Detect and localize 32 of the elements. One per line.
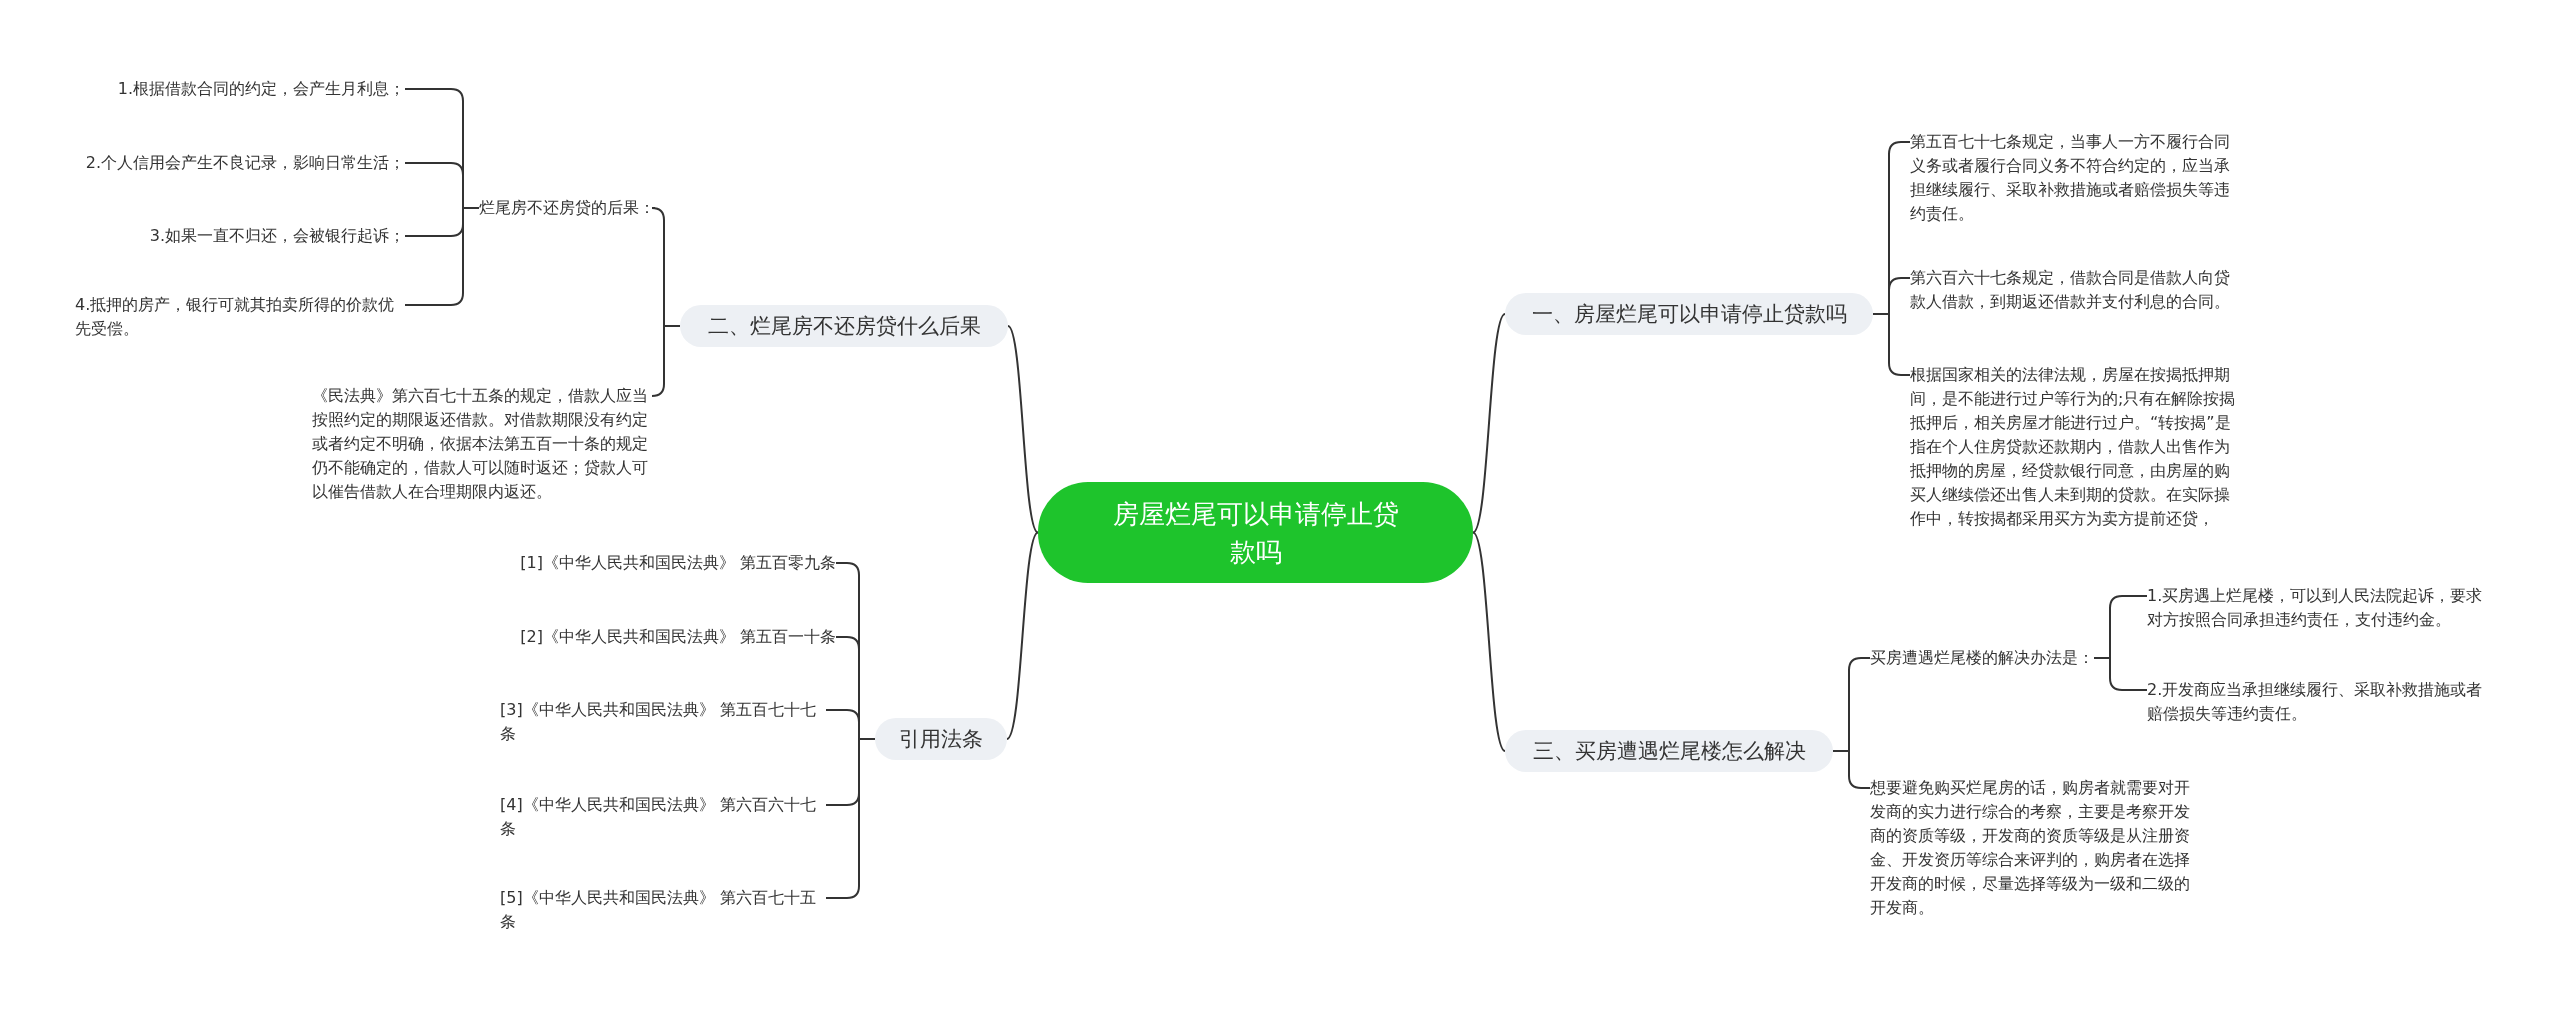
branch-topic-box: 二、烂尾房不还房贷什么后果	[680, 305, 1008, 347]
branch-topic-box: 三、买房遭遇烂尾楼怎么解决	[1505, 730, 1833, 772]
topic-text: 根据国家相关的法律法规，房屋在按揭抵押期间，是不能进行过户等行为的;只有在解除按揭抵押后，相关房屋才能进行过户。“转按揭”是指在个人住房贷款还款期内，借款人出售作为抵押物的房屋，经贷款银行同意，由房屋的购买人继续偿还出售人未到期的贷款。在实际操作中，转按揭都采用买方为卖方提前还贷，	[1910, 363, 2240, 531]
topic-text: 烂尾房不还房贷的后果：	[479, 196, 655, 220]
topic-text: 4.抵押的房产，银行可就其拍卖所得的价款优先受偿。	[75, 293, 405, 341]
branch-topic-box: 引用法条	[875, 718, 1007, 760]
topic-text: 1.买房遇上烂尾楼，可以到人民法院起诉，要求对方按照合同承担违约责任，支付违约金。	[2147, 584, 2487, 632]
topic-text: [5]《中华人民共和国民法典》 第六百七十五条	[500, 886, 826, 934]
topic-text: [4]《中华人民共和国民法典》 第六百六十七条	[500, 793, 826, 841]
topic-text: [2]《中华人民共和国民法典》 第五百一十条	[520, 625, 836, 649]
connector-line	[404, 207, 480, 306]
topic-text: 第五百七十七条规定，当事人一方不履行合同义务或者履行合同义务不符合约定的，应当承担继续履行、采取补救措施或者赔偿损失等违约责任。	[1910, 130, 2240, 226]
connector-line	[1832, 750, 1871, 789]
topic-text: 1.根据借款合同的约定，会产生月利息；	[117, 77, 405, 101]
topic-text: 2.开发商应当承担继续履行、采取补救措施或者赔偿损失等违约责任。	[2147, 678, 2487, 726]
connector-line	[1472, 531, 1506, 752]
topic-text: 《民法典》第六百七十五条的规定，借款人应当按照约定的期限返还借款。对借款期限没有约定或者约定不明确，依据本法第五百一十条的规定仍不能确定的，借款人可以随时返还；贷款人可以催告借款人在合理期限内返还。	[312, 384, 652, 504]
topic-text: 买房遭遇烂尾楼的解决办法是：	[1870, 646, 2094, 670]
topic-text: 2.个人信用会产生不良记录，影响日常生活；	[85, 151, 405, 175]
topic-text: 想要避免购买烂尾房的话，购房者就需要对开发商的实力进行综合的考察，主要是考察开发商的资质等级，开发商的资质等级是从注册资金、开发资历等综合来评判的，购房者在选择开发商的时候，尽量选择等级为一级和二级的开发商。	[1870, 776, 2200, 920]
connector-line	[825, 738, 876, 899]
connector-line	[1006, 531, 1039, 740]
root-topic-box: 房屋烂尾可以申请停止贷款吗	[1038, 482, 1473, 583]
topic-text: [3]《中华人民共和国民法典》 第五百七十七条	[500, 698, 826, 746]
branch-topic-box: 一、房屋烂尾可以申请停止贷款吗	[1505, 293, 1873, 335]
connector-line	[1007, 325, 1039, 534]
connector-line	[2093, 657, 2148, 691]
connector-line	[1472, 313, 1506, 534]
topic-text: 第六百六十七条规定，借款合同是借款人向贷款人借款，到期返还借款并支付利息的合同。	[1910, 266, 2240, 314]
connector-line	[651, 325, 681, 397]
topic-text: [1]《中华人民共和国民法典》 第五百零九条	[520, 551, 836, 575]
topic-text: 3.如果一直不归还，会被银行起诉；	[149, 224, 405, 248]
